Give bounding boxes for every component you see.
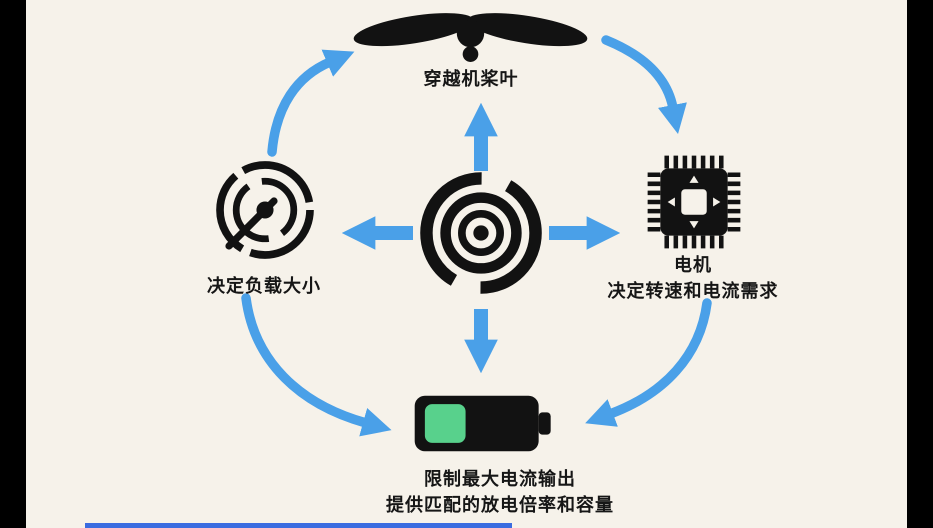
motor-label-line1: 电机 (674, 255, 712, 275)
load-label: 决定负载大小 (207, 276, 321, 296)
propeller-label: 穿越机桨叶 (423, 69, 519, 89)
letterbox-right (907, 0, 933, 528)
letterbox-left (0, 0, 26, 528)
battery-label-line2: 提供匹配的放电倍率和容量 (386, 495, 614, 515)
load-dial-icon (211, 156, 319, 264)
esc-chip-icon (644, 152, 744, 252)
motor-label: 电机 决定转速和电流需求 (573, 252, 813, 304)
video-progress-bar[interactable] (85, 523, 512, 528)
battery-icon (411, 390, 559, 457)
motor-stator-icon (414, 166, 548, 300)
motor-label-line2: 决定转速和电流需求 (607, 281, 779, 301)
battery-label-line1: 限制最大电流输出 (424, 469, 576, 489)
propeller-icon (353, 4, 588, 67)
battery-label: 限制最大电流输出 提供匹配的放电倍率和容量 (328, 466, 672, 518)
